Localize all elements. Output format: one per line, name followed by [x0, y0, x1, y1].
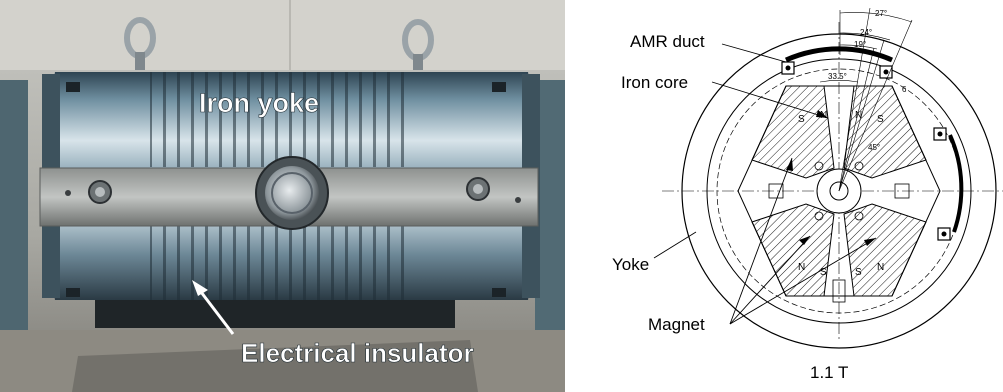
eye-bolt-left — [124, 17, 156, 70]
pole-letter: S — [798, 114, 805, 125]
pole-letter: N — [798, 262, 805, 273]
corner-port-tr — [492, 82, 506, 92]
shaft-bolt-3 — [814, 211, 824, 221]
leader-arrowheads — [786, 110, 876, 246]
pole-letter: S — [855, 267, 862, 278]
dim-6-label: 6 — [902, 85, 907, 94]
yoke-grooves-top — [150, 72, 410, 167]
corner-port-tl — [66, 82, 80, 92]
magnet-block-lower-left — [751, 203, 835, 297]
magnet-photo: Iron yoke Electrical insulator — [0, 0, 565, 392]
field-strength-label: 1.1 T — [810, 363, 848, 382]
amr-duct-label: AMR duct — [630, 32, 705, 51]
magnet-cross-section-diagram: 27° 24° 19° 33.5° 6 45° S N N S N S S N … — [612, 7, 1003, 382]
shaft-bolt-1 — [814, 161, 824, 171]
shaft-bolt-4 — [854, 211, 864, 221]
corner-port-br — [492, 288, 506, 297]
wall-panel — [0, 0, 565, 70]
shaft-key-right — [894, 183, 910, 199]
magnet-block-lower-right — [843, 203, 927, 297]
insulator-plate-front — [72, 340, 478, 392]
eye-bolt-right — [402, 19, 434, 70]
pole-letter: N — [855, 110, 862, 121]
insulator-plate-base — [95, 300, 455, 328]
dim-27-label: 27° — [875, 9, 887, 18]
pole-letter: N — [877, 262, 884, 273]
leader-lines — [653, 43, 877, 325]
center-shaft-hub — [255, 156, 329, 230]
iron-core-label: Iron core — [621, 73, 688, 92]
yoke-label: Yoke — [612, 255, 649, 274]
screw-right — [515, 197, 521, 203]
screw-left — [65, 190, 71, 196]
angle-dimension-lines — [819, 7, 913, 192]
dim-335-label: 33.5° — [828, 72, 847, 81]
corner-port-bl — [66, 288, 80, 297]
magnet-block-upper-right — [843, 85, 927, 179]
dim-24-label: 24° — [860, 28, 872, 37]
magnet-label: Magnet — [648, 315, 705, 334]
iron-yoke-label: Iron yoke — [199, 88, 319, 118]
duct-clamp-right-lower — [937, 227, 951, 241]
duct-clamp-top-right — [879, 65, 893, 79]
shaft-key-left — [768, 183, 784, 199]
shaft-bolt-2 — [854, 161, 864, 171]
bottom-stub — [832, 279, 846, 303]
duct-clamp-right-upper — [933, 127, 947, 141]
magnet-block-upper-left — [751, 85, 835, 179]
shaft-inner — [829, 181, 849, 201]
dim-19-label: 19° — [854, 40, 866, 49]
pole-letter: S — [820, 267, 827, 278]
duct-clamp-left — [781, 61, 795, 75]
bolt-left — [88, 180, 112, 204]
amr-duct-arc — [784, 46, 894, 63]
insulator-arrow — [192, 280, 235, 335]
dim-45-label: 45° — [868, 143, 880, 152]
pole-letter: S — [877, 114, 884, 125]
electrical-insulator-label: Electrical insulator — [241, 338, 474, 368]
yoke-grooves-bottom — [150, 225, 410, 300]
amr-duct-right-arc — [948, 134, 964, 233]
bolt-right — [466, 177, 490, 201]
